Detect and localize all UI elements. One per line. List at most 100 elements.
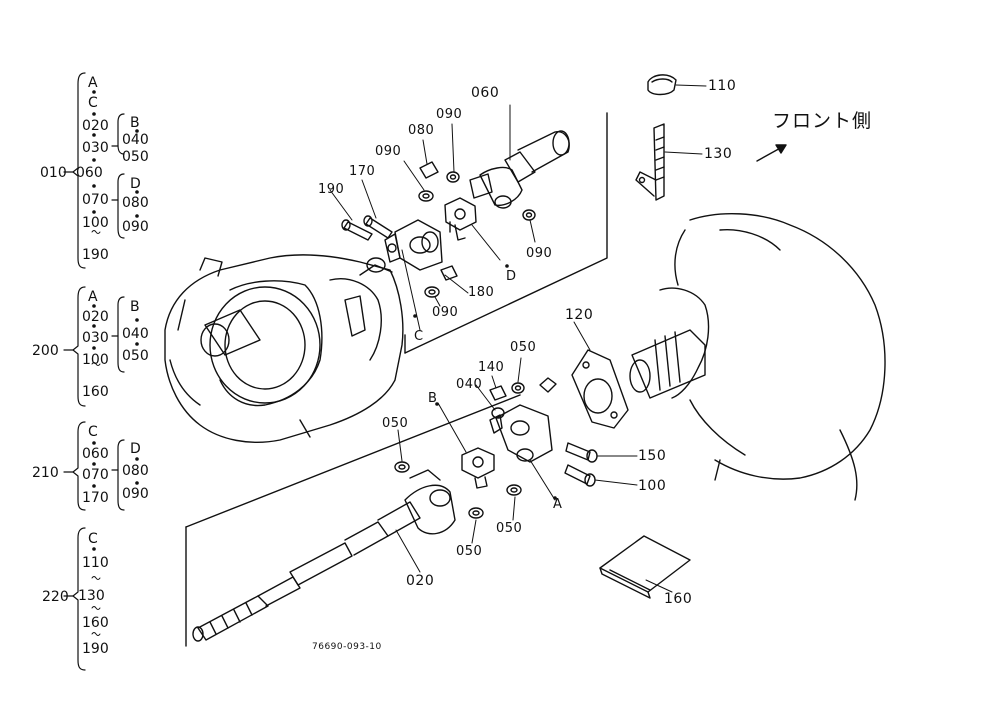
callout-A: A [553, 497, 563, 512]
callout-160: 160 [664, 591, 693, 607]
tree-210-id: 210 [32, 465, 59, 481]
callout-060: 060 [471, 85, 500, 101]
callout-100: 100 [638, 478, 667, 494]
washer-090-b [418, 190, 434, 202]
upper-driveshaft [469, 130, 570, 209]
tree-010-item: C [88, 95, 98, 111]
drawing-number: 76690-093-10 [312, 642, 382, 652]
lower-panel-outline [185, 394, 521, 647]
callout-110: 110 [708, 78, 737, 94]
tree-200-subB: 050 [122, 348, 149, 364]
tree-200-subB: B [130, 299, 140, 315]
bolt-170 [363, 215, 393, 239]
callout-050-d: 050 [456, 544, 483, 559]
lower-driveshaft [192, 469, 456, 642]
tree-200-subB: 040 [122, 326, 149, 342]
tree-210-subD: 080 [122, 463, 149, 479]
front-arrow [756, 144, 787, 162]
tree-210-item: 170 [82, 490, 109, 506]
callout-190: 190 [318, 182, 345, 197]
tree-220-id: 220 [42, 589, 69, 605]
callout-B: B [428, 391, 438, 406]
bolt-150 [565, 442, 598, 463]
manual-160 [599, 535, 691, 599]
upper-yoke [384, 197, 477, 271]
tree-220-item: 190 [82, 641, 109, 657]
washer-050-b [394, 461, 410, 473]
callout-C: C [414, 329, 424, 344]
upper-panel-outline [404, 112, 608, 354]
callout-150: 150 [638, 448, 667, 464]
tree-010-subB: 040 [122, 132, 149, 148]
tree-010-id: 010 [40, 165, 67, 181]
tree-200-id: 200 [32, 343, 59, 359]
callout-120: 120 [565, 307, 594, 323]
callout-090-c: 090 [526, 246, 553, 261]
tree-200-item: 160 [82, 384, 109, 400]
nut-080 [419, 161, 439, 179]
callout-080: 080 [408, 123, 435, 138]
tree-010-item: 070 [82, 192, 109, 208]
tree-220-item: 110 [82, 555, 109, 571]
flange-120 [539, 329, 706, 429]
washer-090-a [446, 171, 460, 183]
tree-210-subD: 090 [122, 486, 149, 502]
callout-180: 180 [468, 285, 495, 300]
leader-lines [329, 84, 707, 593]
callout-140: 140 [478, 360, 505, 375]
nut-180 [440, 265, 458, 281]
bolt-100 [564, 464, 596, 487]
callout-090-a: 090 [436, 107, 463, 122]
tree-200-item: A [88, 289, 98, 305]
lower-yoke [461, 404, 553, 489]
washer-050-a [511, 382, 525, 394]
washer-050-d [468, 507, 484, 519]
tree-tildes [91, 230, 101, 636]
tree-010-item: 100 [82, 215, 109, 231]
engine-block [659, 213, 886, 501]
tree-210-item: 060 [82, 446, 109, 462]
tree-010-item: 060 [76, 165, 103, 181]
callout-040: 040 [456, 377, 483, 392]
callout-130: 130 [704, 146, 733, 162]
transmission-housing [164, 254, 404, 443]
callout-050-a: 050 [510, 340, 537, 355]
tree-010-item: 020 [82, 118, 109, 134]
callout-020: 020 [406, 573, 435, 589]
tree-200-item: 030 [82, 330, 109, 346]
washer-090-d [424, 286, 440, 298]
tree-010-item: 190 [82, 247, 109, 263]
tree-010-subD: 090 [122, 219, 149, 235]
bracket-130 [635, 123, 665, 201]
callout-090-b: 090 [375, 144, 402, 159]
callout-050-c: 050 [496, 521, 523, 536]
cap-110 [647, 74, 677, 96]
front-side-label: フロント側 [772, 110, 873, 132]
tree-210-item: C [88, 424, 98, 440]
tree-200-item: 020 [82, 309, 109, 325]
tree-210-item: 070 [82, 467, 109, 483]
callout-D: D [506, 269, 517, 284]
washer-050-c [506, 484, 522, 496]
bolt-190 [341, 219, 373, 241]
tree-dots [92, 90, 557, 551]
tree-220-item: 130 [78, 588, 105, 604]
tree-010-subB: B [130, 115, 140, 131]
tree-010-subB: 050 [122, 149, 149, 165]
tree-200-item: 100 [82, 352, 109, 368]
callout-050-b: 050 [382, 416, 409, 431]
tree-010-subD: D [130, 176, 141, 192]
callout-090-d: 090 [432, 305, 459, 320]
tree-010-subD: 080 [122, 195, 149, 211]
callout-170: 170 [349, 164, 376, 179]
tree-brackets [63, 72, 125, 671]
nut-140 [489, 385, 507, 401]
tree-010-item: 030 [82, 140, 109, 156]
tree-010-item: A [88, 75, 98, 91]
washer-040 [491, 407, 505, 419]
tree-220-item: 160 [82, 615, 109, 631]
tree-210-subD: D [130, 441, 141, 457]
tree-220-item: C [88, 531, 98, 547]
washer-090-c [522, 209, 536, 221]
